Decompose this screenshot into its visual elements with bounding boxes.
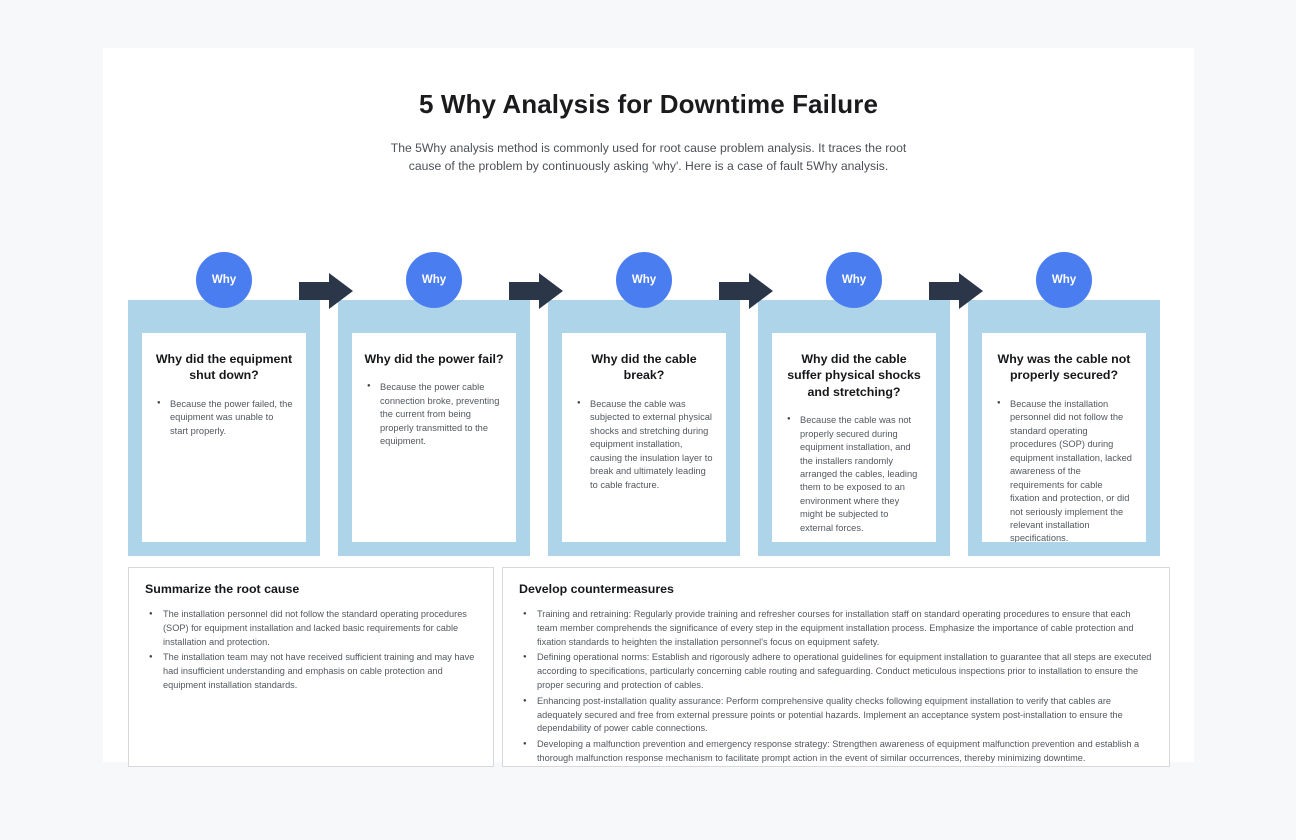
- arrow-right-icon: [509, 273, 563, 309]
- why-step-4[interactable]: Why did the cable suffer physical shocks…: [758, 300, 950, 556]
- why-question-2: Why did the power fail?: [364, 352, 504, 366]
- summary-list-item: The installation personnel did not follo…: [149, 608, 477, 649]
- summary-panel-heading: Summarize the root cause: [145, 582, 300, 596]
- why-answer-item: Because the installation personnel did n…: [997, 398, 1134, 542]
- why-question-4: Why did the cable suffer physical shocks…: [787, 352, 921, 399]
- arrow-right-icon: [299, 273, 353, 309]
- countermeasure-list-item: Training and retraining: Regularly provi…: [523, 608, 1153, 649]
- five-why-chain: Why did the equipment shut down? Because …: [128, 252, 1170, 557]
- why-answer-item: Because the power failed, the equipment …: [157, 398, 294, 438]
- why-badge-3: Why: [616, 252, 672, 308]
- why-step-card-4: Why did the cable suffer physical shocks…: [772, 333, 936, 542]
- bottom-panels: Summarize the root cause The installatio…: [128, 567, 1170, 767]
- why-badge-5: Why: [1036, 252, 1092, 308]
- why-step-3[interactable]: Why did the cable break? Because the cabl…: [548, 300, 740, 556]
- why-badge-4: Why: [826, 252, 882, 308]
- infographic-canvas: 5 Why Analysis for Downtime Failure The …: [103, 48, 1194, 767]
- countermeasures-panel: Develop countermeasures Training and ret…: [502, 567, 1170, 767]
- summary-panel-list: The installation personnel did not follo…: [145, 608, 477, 693]
- summary-panel: Summarize the root cause The installatio…: [128, 567, 494, 767]
- why-answer-list-4: Because the cable was not properly secur…: [784, 414, 924, 535]
- countermeasures-panel-heading: Develop countermeasures: [519, 582, 674, 596]
- countermeasure-list-item: Developing a malfunction prevention and …: [523, 738, 1153, 766]
- countermeasure-list-item: Enhancing post-installation quality assu…: [523, 695, 1153, 736]
- why-answer-list-3: Because the cable was subjected to exter…: [574, 398, 714, 492]
- why-answer-list-1: Because the power failed, the equipment …: [154, 398, 294, 438]
- countermeasure-list-item: Defining operational norms: Establish an…: [523, 651, 1153, 692]
- why-step-5[interactable]: Why was the cable not properly secured? B…: [968, 300, 1160, 556]
- why-question-3: Why did the cable break?: [591, 352, 697, 383]
- why-question-1: Why did the equipment shut down?: [155, 352, 293, 383]
- why-answer-list-5: Because the installation personnel did n…: [994, 398, 1134, 542]
- why-question-5: Why was the cable not properly secured?: [997, 352, 1131, 383]
- page-title: 5 Why Analysis for Downtime Failure: [418, 89, 879, 119]
- why-step-card-2: Why did the power fail? Because the power…: [352, 333, 516, 542]
- why-step-card-1: Why did the equipment shut down? Because …: [142, 333, 306, 542]
- header: 5 Why Analysis for Downtime Failure The …: [103, 48, 1194, 176]
- arrow-right-icon: [929, 273, 983, 309]
- why-answer-list-2: Because the power cable connection broke…: [364, 381, 504, 448]
- why-badge-1: Why: [196, 252, 252, 308]
- countermeasures-panel-list: Training and retraining: Regularly provi…: [519, 608, 1153, 766]
- why-step-card-3: Why did the cable break? Because the cabl…: [562, 333, 726, 542]
- why-step-1[interactable]: Why did the equipment shut down? Because …: [128, 300, 320, 556]
- arrow-right-icon: [719, 273, 773, 309]
- page-subtitle: The 5Why analysis method is commonly use…: [390, 140, 907, 174]
- why-answer-item: Because the cable was not properly secur…: [787, 414, 924, 535]
- why-answer-item: Because the cable was subjected to exter…: [577, 398, 714, 492]
- why-answer-item: Because the power cable connection broke…: [367, 381, 504, 448]
- why-badge-2: Why: [406, 252, 462, 308]
- why-step-card-5: Why was the cable not properly secured? B…: [982, 333, 1146, 542]
- why-step-2[interactable]: Why did the power fail? Because the power…: [338, 300, 530, 556]
- summary-list-item: The installation team may not have recei…: [149, 651, 477, 692]
